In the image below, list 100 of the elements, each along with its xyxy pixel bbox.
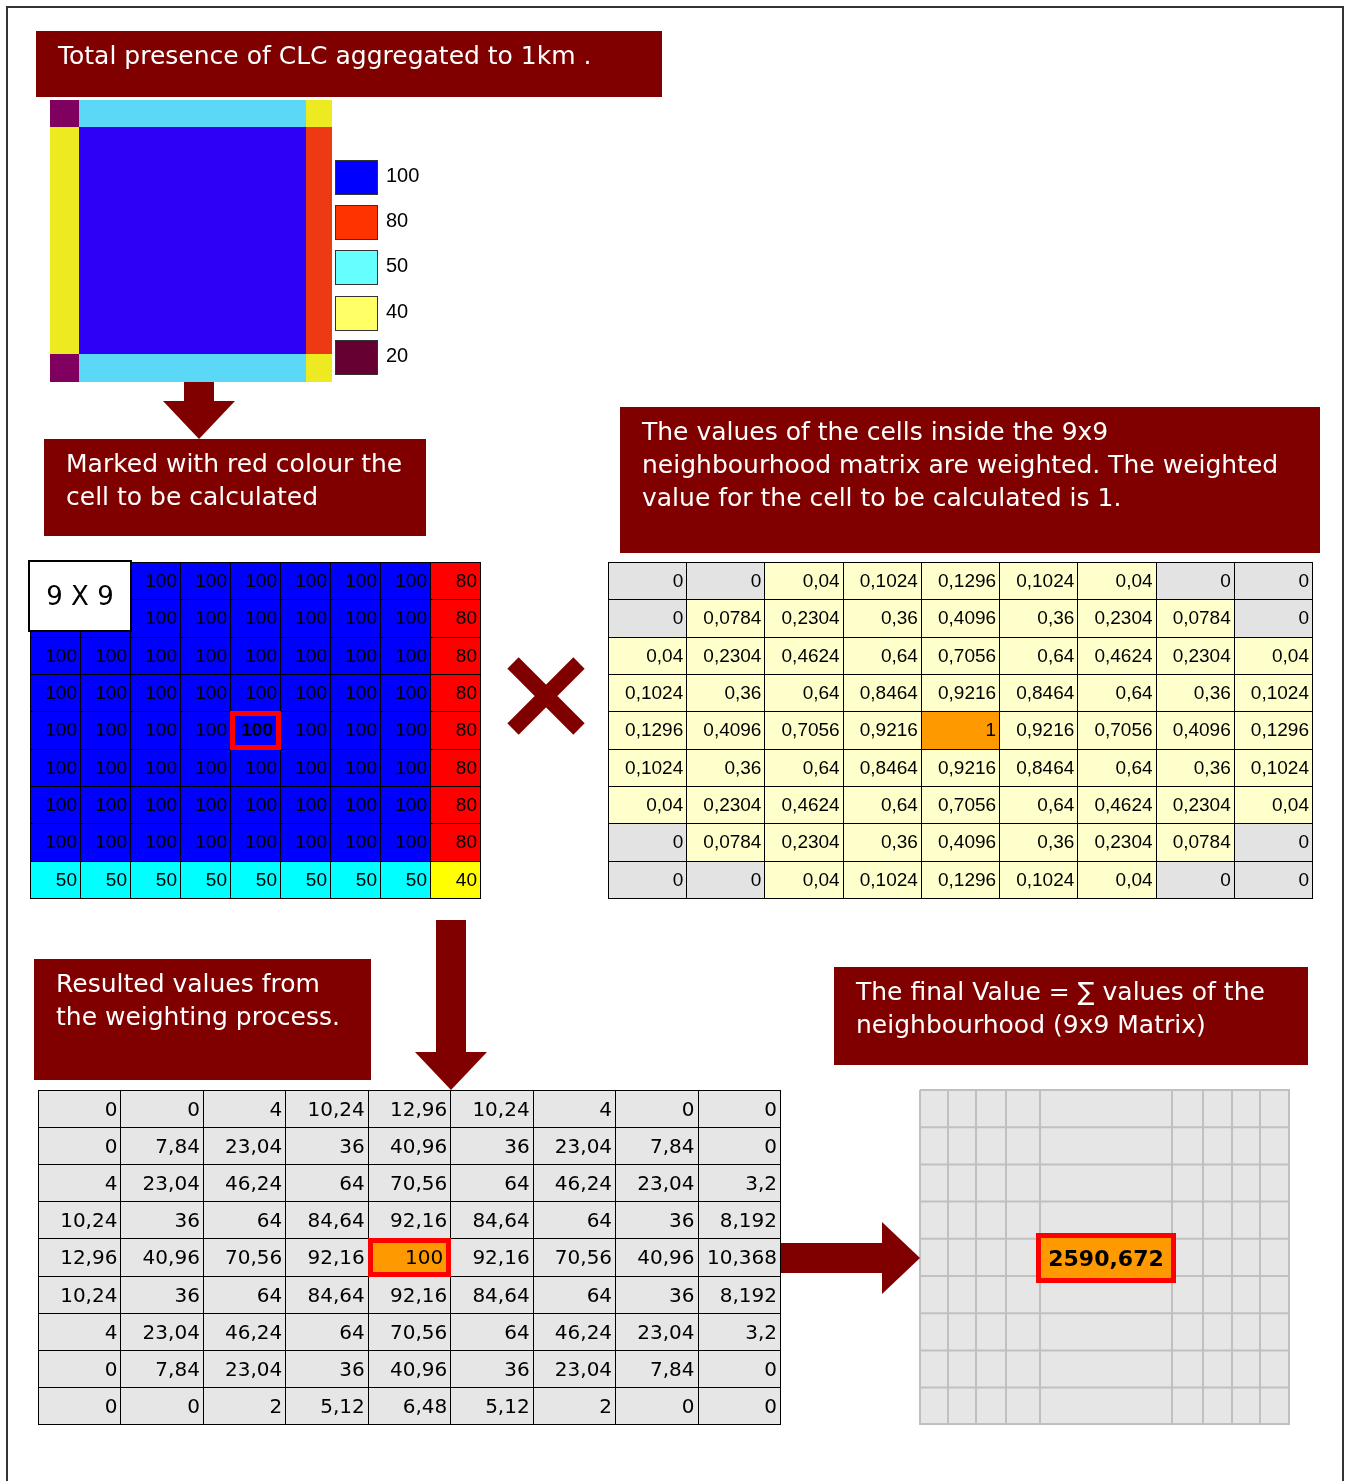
table-cell: 84,64	[285, 1275, 369, 1314]
table-cell: 70,56	[367, 1312, 452, 1351]
grid-cell: 100	[180, 674, 231, 713]
grid-cell: 100	[180, 786, 231, 825]
grid-cell: 100	[330, 711, 381, 750]
grid-cell: 100	[330, 823, 381, 862]
table-cell: 36	[120, 1201, 204, 1240]
grid-cell: 100	[230, 636, 281, 675]
table-cell: 4	[532, 1090, 617, 1129]
table-cell: 23,04	[120, 1164, 204, 1203]
table-cell: 46,24	[202, 1312, 287, 1351]
grid-cell: 50	[180, 860, 231, 899]
table-cell: 8,192	[697, 1201, 781, 1240]
matrix-cell: 0,4096	[1155, 711, 1235, 750]
table-cell: 7,84	[120, 1349, 204, 1388]
table-cell: 23,04	[202, 1127, 287, 1166]
grid-size-label: 9 X 9	[46, 581, 114, 611]
grid-cell: 100	[180, 562, 231, 601]
matrix-cell: 0,04	[608, 786, 688, 825]
matrix-cell: 0,9216	[842, 711, 922, 750]
matrix-cell: 0	[608, 860, 688, 899]
matrix-cell: 0,2304	[1155, 636, 1235, 675]
grid-cell: 100	[230, 674, 281, 713]
grid-cell: 40	[430, 860, 481, 899]
grid-cell: 100	[180, 599, 231, 638]
matrix-cell: 0,36	[1155, 748, 1235, 787]
callout-box	[34, 959, 371, 1080]
grid-cell: 100	[180, 636, 231, 675]
table-cell: 2	[532, 1386, 617, 1425]
matrix-cell: 0,36	[999, 823, 1079, 862]
table-cell: 23,04	[202, 1349, 287, 1388]
grid-cell: 100	[280, 636, 331, 675]
legend-label: 100	[386, 164, 420, 187]
table-cell: 84,64	[450, 1201, 534, 1240]
matrix-cell: 0,4096	[920, 823, 1001, 862]
grid-cell: 80	[430, 599, 481, 638]
table-cell: 0	[38, 1386, 122, 1425]
table-cell: 64	[450, 1164, 534, 1203]
grid-cell: 100	[130, 636, 181, 675]
matrix-cell: 0,64	[999, 786, 1079, 825]
table-cell: 92,16	[367, 1201, 452, 1240]
grid-cell: 50	[230, 860, 281, 899]
matrix-cell: 0,9216	[999, 711, 1079, 750]
grid-cell: 100	[380, 786, 431, 825]
matrix-cell: 0,04	[1077, 860, 1157, 899]
matrix-cell: 0,7056	[920, 786, 1001, 825]
grid-cell: 100	[130, 748, 181, 787]
grid-cell: 100	[180, 823, 231, 862]
grid-cell: 50	[330, 860, 381, 899]
banner-text: The final Value = ∑ values of the neighbourhood (9x9 Matrix)	[856, 977, 1265, 1039]
matrix-cell: 0,36	[1155, 674, 1235, 713]
matrix-cell: 0	[1233, 562, 1313, 601]
table-cell: 10,24	[38, 1275, 122, 1314]
matrix-cell: 0,1024	[999, 860, 1079, 899]
matrix-cell: 0	[1233, 860, 1313, 899]
table-cell: 92,16	[367, 1275, 452, 1314]
matrix-cell: 0,4624	[1077, 636, 1157, 675]
grid-cell: 100	[330, 599, 381, 638]
table-cell: 7,84	[615, 1127, 699, 1166]
table-cell: 6,48	[367, 1386, 452, 1425]
table-cell: 5,12	[285, 1386, 369, 1425]
table-cell: 92,16	[285, 1238, 369, 1277]
table-cell: 36	[450, 1127, 534, 1166]
matrix-cell: 0,8464	[842, 674, 922, 713]
grid-cell: 100	[330, 674, 381, 713]
matrix-cell: 0	[608, 599, 688, 638]
grid-cell: 100	[230, 599, 281, 638]
table-cell: 64	[532, 1275, 617, 1314]
matrix-cell: 0,4624	[764, 636, 844, 675]
matrix-cell: 0,4624	[764, 786, 844, 825]
table-cell: 40,96	[367, 1349, 452, 1388]
table-cell: 3,2	[697, 1164, 781, 1203]
matrix-cell: 0,1024	[1233, 674, 1313, 713]
table-cell: 36	[120, 1275, 204, 1314]
table-cell: 10,24	[450, 1090, 534, 1129]
table-cell: 4	[38, 1164, 122, 1203]
grid-cell: 100	[380, 599, 431, 638]
raster-map-drawing	[50, 100, 332, 382]
grid-cell: 80	[430, 674, 481, 713]
table-cell: 40,96	[120, 1238, 204, 1277]
result-value-cell: 2590,672	[1036, 1233, 1176, 1283]
table-cell: 40,96	[367, 1127, 452, 1166]
matrix-cell: 0	[686, 860, 766, 899]
table-cell: 36	[450, 1349, 534, 1388]
grid-cell: 100	[380, 711, 431, 750]
matrix-cell: 0,64	[764, 748, 844, 787]
matrix-cell: 0,9216	[920, 674, 1001, 713]
grid-cell: 80	[430, 636, 481, 675]
matrix-cell: 0	[1155, 860, 1235, 899]
matrix-cell: 0,04	[1233, 786, 1313, 825]
legend-label: 80	[386, 209, 409, 232]
grid-cell: 50	[30, 860, 81, 899]
grid-cell: 100	[330, 562, 381, 601]
grid-cell: 100	[80, 636, 131, 675]
matrix-cell: 0,2304	[764, 823, 844, 862]
grid-cell: 80	[430, 711, 481, 750]
matrix-cell: 0,1296	[608, 711, 688, 750]
table-cell: 0	[38, 1090, 122, 1129]
grid-cell: 80	[430, 786, 481, 825]
table-cell: 4	[202, 1090, 287, 1129]
